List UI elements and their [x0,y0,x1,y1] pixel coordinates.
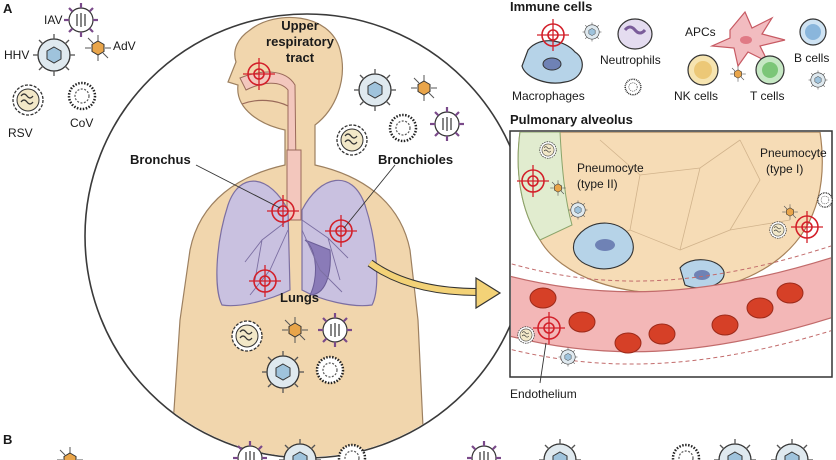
upper-tract-label-line3: tract [286,50,315,65]
nk-cells-label: NK cells [674,89,718,103]
panel-label-a: A [3,1,13,16]
pneumocyte-ii-label-line2: (type II) [577,177,618,191]
apcs-label: APCs [685,25,716,39]
immune-cells: Macrophages Neutrophils APCs B cells NK … [512,10,829,103]
lungs-label: Lungs [280,290,319,305]
cov-virion-icon [671,443,701,460]
rsv-virion-icon [539,141,557,159]
immune-title: Immune cells [510,0,592,14]
hhv-virion-icon [32,33,76,77]
endothelium-label: Endothelium [510,387,577,401]
iav-virion-icon [316,311,354,349]
t-cells-label: T cells [750,89,784,103]
macrophages-label: Macrophages [512,89,585,103]
upper-tract-label-line1: Upper [281,18,319,33]
cov-virion-icon [388,113,418,143]
hhv-virion-icon [808,70,828,90]
panel-b-virions [56,438,814,460]
adv-virion-icon [729,65,747,83]
rsv-virion-icon [769,221,787,239]
bronchioles-label: Bronchioles [378,152,453,167]
iav-label: IAV [44,13,62,27]
alveolus-title: Pulmonary alveolus [510,112,633,127]
bronchioles-leader [343,164,396,229]
b-cells-label: B cells [794,51,829,65]
rsv-virion-icon [231,320,263,352]
iav-virion-icon [62,1,100,39]
cov-virion-icon [67,81,97,111]
rsv-virion-icon [517,326,535,344]
hhv-virion-icon [261,350,305,394]
upper-tract-label-line2: respiratory [266,34,335,49]
neutrophil-cell-icon [617,18,653,50]
hhv-virion-icon [353,68,397,112]
cov-virion-icon [817,192,833,208]
hhv-virion-icon [568,200,588,220]
cov-virion-icon [315,355,345,385]
rsv-virion-icon [12,84,44,116]
bronchus-leader [195,164,281,209]
cov-virion-icon [337,443,367,460]
hhv-virion-icon [558,347,578,367]
hhv-virion-icon [538,438,582,460]
cov-label: CoV [70,116,93,130]
zoom-arrow-head-icon [475,276,502,310]
alveolus-scene [511,132,831,365]
cov-virion-icon [624,78,642,96]
adv-label: AdV [113,39,136,53]
panel-label-b: B [3,432,12,447]
zoom-arrow [368,260,479,295]
rsv-virion-icon [336,124,368,156]
pneumocyte-i-label-line2: (type I) [766,162,803,176]
bronchus-label: Bronchus [130,152,191,167]
iav-virion-icon [428,105,466,143]
rsv-label: RSV [8,126,33,140]
pneumocyte-ii-label-line1: Pneumocyte [577,161,644,175]
hhv-virion-icon [770,438,814,460]
virus-legend: IAV HHV AdV RSV CoV [4,1,136,140]
pneumocyte-i-label-line1: Pneumocyte [760,146,827,160]
hhv-label: HHV [4,48,29,62]
neutrophils-label: Neutrophils [600,53,661,67]
adv-virion-icon [84,34,112,62]
hhv-virion-icon [582,22,602,42]
adv-virion-icon [56,446,84,460]
endothelium-leader [539,342,547,384]
hhv-virion-icon [713,438,757,460]
iav-virion-icon [465,439,503,460]
